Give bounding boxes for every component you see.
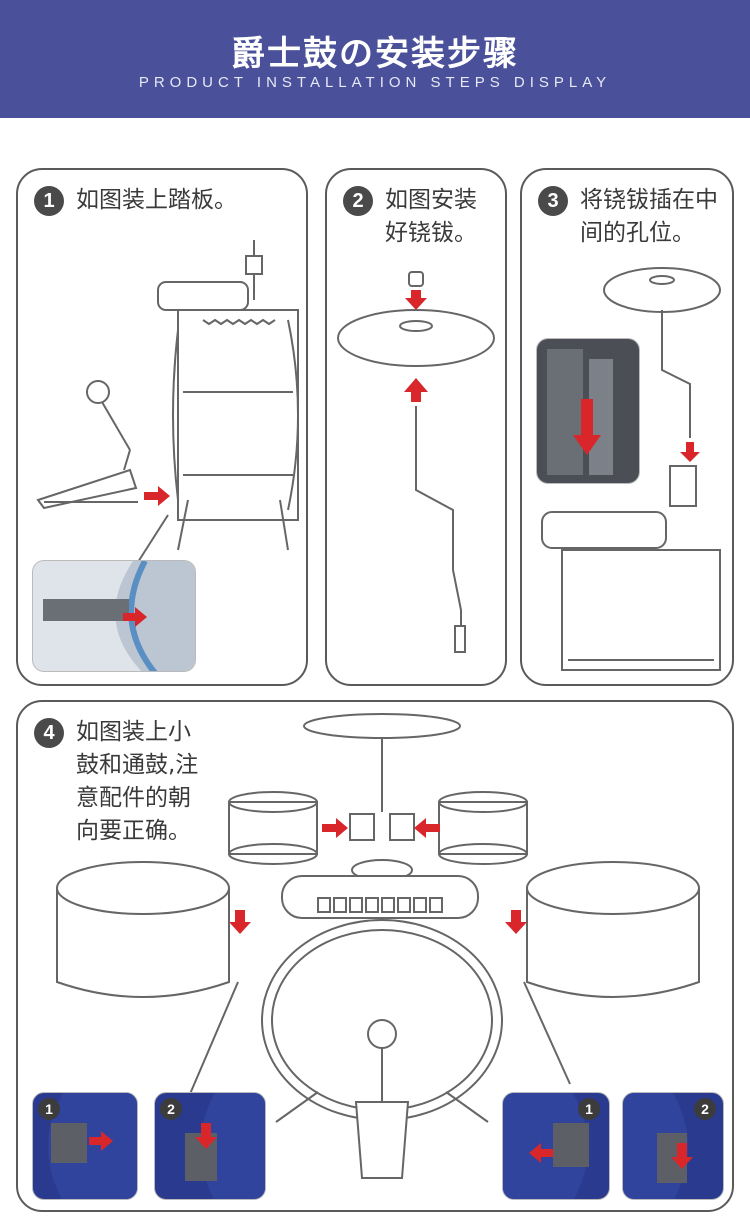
step-2-number: 2 xyxy=(343,186,373,216)
step-4-heading: 4 如图装上小 鼓和通鼓,注 意配件的朝 向要正确。 xyxy=(34,716,198,848)
step-2-panel: 2 如图安装 好铙钹。 xyxy=(325,168,507,686)
step-3-number: 3 xyxy=(538,186,568,216)
step-2-text: 如图安装 好铙钹。 xyxy=(385,187,477,246)
cymbal-mount-illustration xyxy=(541,267,721,671)
mount-detail-photo xyxy=(536,338,640,484)
step-3-text: 将铙钹插在中 间的孔位。 xyxy=(580,187,718,246)
step-2-heading: 2 如图安装 好铙钹。 xyxy=(343,184,477,250)
right-tom xyxy=(438,791,528,865)
step-3-heading: 3 将铙钹插在中 间的孔位。 xyxy=(538,184,718,250)
drum-kit-illustration xyxy=(56,713,700,1179)
drum-top-module xyxy=(157,281,249,311)
step-4-number: 4 xyxy=(34,718,64,748)
pedal-detail-photo xyxy=(32,560,196,672)
step-4-panel: 4 如图装上小 鼓和通鼓,注 意配件的朝 向要正确。 xyxy=(16,700,734,1212)
detail-marker-right-2: 2 xyxy=(694,1098,716,1120)
cymbal-assembly-illustration xyxy=(337,271,495,653)
detail-marker-right-1: 1 xyxy=(578,1098,600,1120)
page-title: 爵士鼓の安装步骤 xyxy=(231,34,519,74)
step-1-number: 1 xyxy=(34,186,64,216)
bass-drum-pedal-illustration xyxy=(36,240,299,563)
step-3-panel: 3 将铙钹插在中 间的孔位。 xyxy=(520,168,734,686)
cymbal-disc xyxy=(337,309,495,367)
step-1-heading: 1 如图装上踏板。 xyxy=(34,184,237,217)
left-snare-drum xyxy=(56,861,230,998)
detail-marker-left-2: 2 xyxy=(160,1098,182,1120)
electronic-panel xyxy=(281,875,479,919)
step-1-text: 如图装上踏板。 xyxy=(76,187,237,213)
step-1-panel: 1 如图装上踏板。 xyxy=(16,168,308,686)
detail-marker-left-1: 1 xyxy=(38,1098,60,1120)
header-banner: 爵士鼓の安装步骤 PRODUCT INSTALLATION STEPS DISP… xyxy=(0,0,750,118)
insert-arrow xyxy=(144,486,170,506)
step-4-text: 如图装上小 鼓和通鼓,注 意配件的朝 向要正确。 xyxy=(76,719,199,844)
page-subtitle: PRODUCT INSTALLATION STEPS DISPLAY xyxy=(138,74,612,91)
left-tom xyxy=(228,791,318,865)
right-snare-drum xyxy=(526,861,700,998)
